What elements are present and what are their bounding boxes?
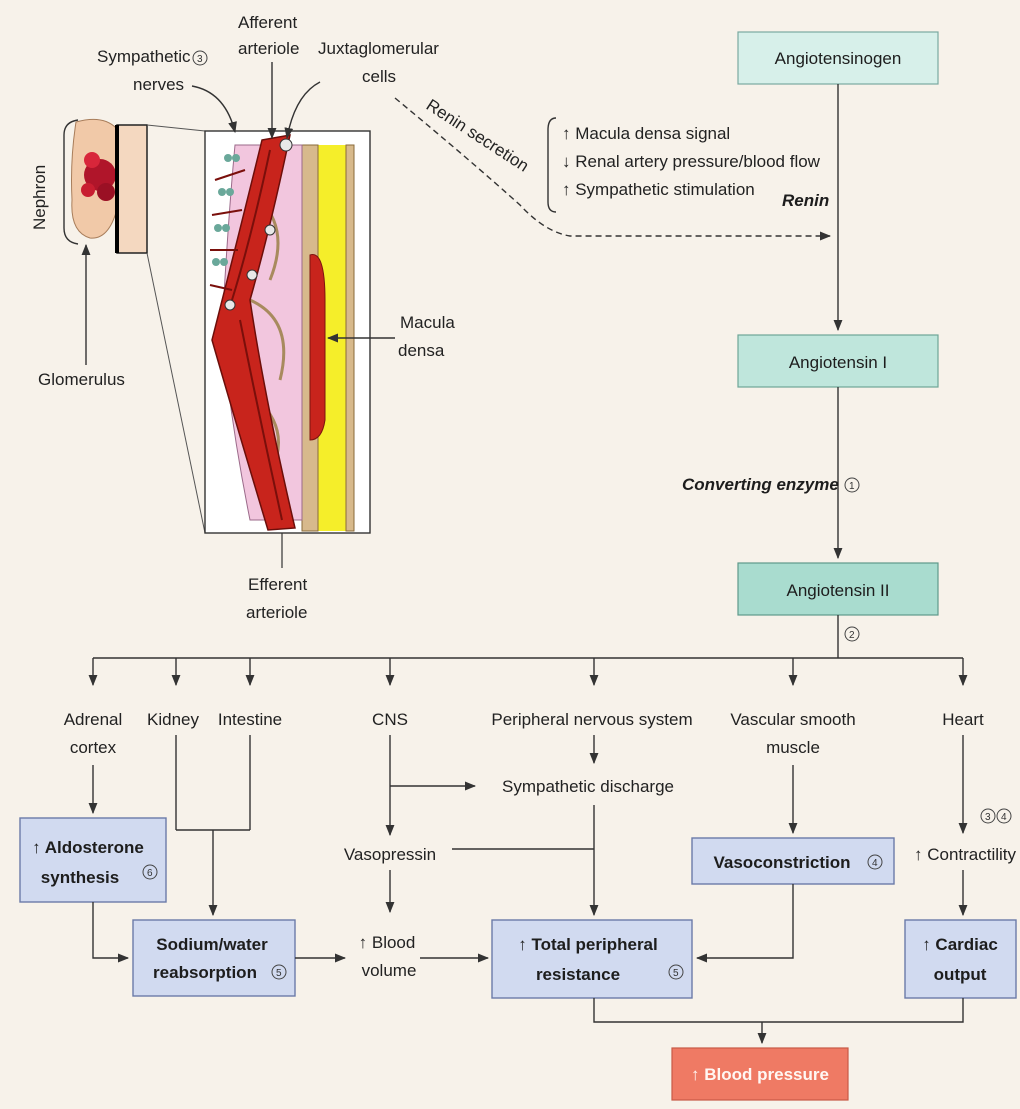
glomerulus-label: Glomerulus — [38, 370, 125, 389]
svg-text:2: 2 — [849, 630, 855, 641]
stimulus-1: ↑ Macula densa signal — [562, 124, 730, 143]
nephron-illustration: Nephron Glomerulus — [30, 13, 455, 622]
svg-text:3: 3 — [197, 54, 203, 65]
tpr-label-2: resistance — [536, 965, 620, 984]
svg-text:3: 3 — [985, 812, 991, 823]
vascular-label-2: muscle — [766, 738, 820, 757]
cardiac-output-label-2: output — [934, 965, 987, 984]
converting-enzyme-label: Converting enzyme — [682, 475, 839, 494]
intestine-label: Intestine — [218, 710, 282, 729]
svg-text:5: 5 — [276, 968, 282, 979]
svg-text:4: 4 — [1001, 812, 1007, 823]
aldosterone-label-1: ↑ Aldosterone — [32, 838, 144, 857]
juxtaglomerular-label-1: Juxtaglomerular — [318, 39, 439, 58]
aldosterone-label-2: synthesis — [41, 868, 119, 887]
adrenal-label-2: cortex — [70, 738, 117, 757]
efferent-label-2: arteriole — [246, 603, 307, 622]
blood-pressure-label: ↑ Blood pressure — [691, 1065, 829, 1084]
svg-text:4: 4 — [872, 858, 878, 869]
stimulus-3: ↑ Sympathetic stimulation — [562, 180, 755, 199]
vascular-label-1: Vascular smooth — [730, 710, 855, 729]
contractility-label: ↑ Contractility — [914, 845, 1017, 864]
angiotensin-1-label: Angiotensin I — [789, 353, 887, 372]
blood-volume-label-2: volume — [362, 961, 417, 980]
vasopressin-label: Vasopressin — [344, 845, 436, 864]
svg-text:5: 5 — [673, 968, 679, 979]
adrenal-label-1: Adrenal — [64, 710, 123, 729]
aldosterone-box — [20, 818, 166, 902]
kidney-label: Kidney — [147, 710, 199, 729]
svg-text:6: 6 — [147, 868, 153, 879]
stimulus-2: ↓ Renal artery pressure/blood flow — [562, 152, 821, 171]
cardiac-output-label-1: ↑ Cardiac — [922, 935, 998, 954]
renin-label: Renin — [782, 191, 829, 210]
peripheral-label: Peripheral nervous system — [491, 710, 692, 729]
vasoconstriction-label: Vasoconstriction — [714, 853, 851, 872]
heart-label: Heart — [942, 710, 984, 729]
angiotensinogen-label: Angiotensinogen — [775, 49, 902, 68]
tpr-label-1: ↑ Total peripheral — [518, 935, 658, 954]
blood-volume-label-1: ↑ Blood — [359, 933, 416, 952]
sodium-label-2: reabsorption — [153, 963, 257, 982]
afferent-label-1: Afferent — [238, 13, 298, 32]
cardiac-output-box — [905, 920, 1016, 998]
svg-text:1: 1 — [849, 481, 855, 492]
tpr-box — [492, 920, 692, 998]
nephron-label: Nephron — [30, 165, 49, 230]
sodium-label-1: Sodium/water — [156, 935, 268, 954]
sympathetic-nerves-label-2: nerves — [133, 75, 184, 94]
renin-secretion-label: Renin secretion — [423, 95, 532, 175]
juxtaglomerular-label-2: cells — [362, 67, 396, 86]
sympathetic-nerves-label-1: Sympathetic — [97, 47, 191, 66]
sodium-water-box — [133, 920, 295, 996]
angiotensin-2-label: Angiotensin II — [786, 581, 889, 600]
efferent-label-1: Efferent — [248, 575, 308, 594]
cns-label: CNS — [372, 710, 408, 729]
macula-densa-label-1: Macula — [400, 313, 455, 332]
macula-densa-label-2: densa — [398, 341, 445, 360]
afferent-label-2: arteriole — [238, 39, 299, 58]
sympathetic-discharge-label: Sympathetic discharge — [502, 777, 674, 796]
